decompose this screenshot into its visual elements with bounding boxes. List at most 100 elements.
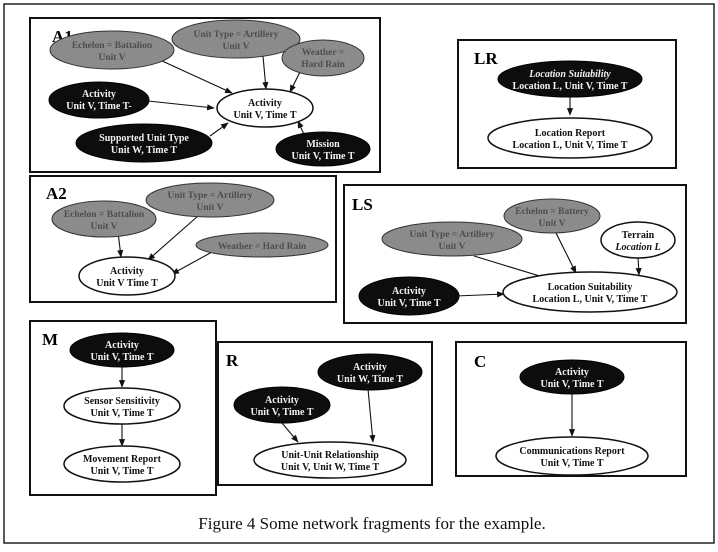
fragment-m-frame [29, 320, 217, 496]
fragment-m: M Activity Unit V, Time T Sensor Sensiti… [29, 320, 217, 496]
fragment-c: C Activity Unit V, Time T Communications… [455, 341, 687, 477]
m-movement-report-node: Movement Report Unit V, Time T [63, 445, 181, 483]
a2-unittype-node: Unit Type = Artillery Unit V [145, 182, 275, 218]
svg-text:Unit V, Unit W, Time T: Unit V, Unit W, Time T [281, 462, 380, 473]
fragment-r-label: R [226, 351, 239, 370]
ls-activity-node: Activity Unit V, Time T [358, 276, 460, 316]
svg-text:Unit Type = Artillery: Unit Type = Artillery [193, 30, 278, 40]
ls-terrain-node: Terrain Location L [600, 221, 676, 259]
svg-text:Location L: Location L [614, 242, 660, 253]
fragment-a2: A2 Unit Type = Artillery Unit V Echelon … [29, 175, 337, 303]
c-activity-node: Activity Unit V, Time T [519, 359, 625, 395]
c-communications-report-node: Communications Report Unit V, Time T [495, 436, 649, 476]
svg-text:Unit V: Unit V [222, 42, 249, 52]
a2-echelon-node: Echelon = Battalion Unit V [51, 200, 157, 238]
fragment-ls-label: LS [352, 195, 373, 214]
svg-text:Hard Rain: Hard Rain [301, 60, 345, 70]
fragment-c-label: C [474, 352, 486, 371]
svg-text:Activity: Activity [392, 286, 426, 297]
ls-echelon-node: Echelon = Battery Unit V [503, 198, 601, 234]
svg-text:Unit V, Time T: Unit V, Time T [541, 379, 604, 390]
svg-text:Echelon = Battalion: Echelon = Battalion [64, 210, 145, 220]
a1-weather-node: Weather = Hard Rain [281, 39, 365, 77]
svg-text:Unit V, Time T: Unit V, Time T [91, 352, 154, 363]
m-sensor-sensitivity-node: Sensor Sensitivity Unit V, Time T [63, 387, 181, 425]
figure-border [3, 3, 715, 544]
a1-activity-prev-node: Activity Unit V, Time T- [48, 81, 150, 119]
fragment-lr-label: LR [474, 49, 498, 68]
svg-text:Unit V Time T: Unit V Time T [96, 278, 158, 289]
svg-text:Activity: Activity [353, 362, 387, 373]
fragment-a2-label: A2 [46, 184, 67, 203]
svg-text:Location Report: Location Report [535, 128, 606, 139]
fragment-r: R Activity Unit W, Time T Activity Unit … [217, 341, 433, 486]
fragment-ls-frame [343, 184, 687, 324]
svg-text:Unit-Unit Relationship: Unit-Unit Relationship [281, 450, 379, 461]
svg-text:Movement Report: Movement Report [83, 454, 162, 465]
r-unit-relationship-node: Unit-Unit Relationship Unit V, Unit W, T… [253, 441, 407, 479]
svg-text:Communications Report: Communications Report [519, 446, 625, 457]
svg-text:Sensor Sensitivity: Sensor Sensitivity [84, 396, 160, 407]
svg-text:Activity: Activity [248, 98, 282, 109]
ls-unittype-node: Unit Type = Artillery Unit V [381, 221, 523, 257]
svg-text:Mission: Mission [306, 139, 340, 150]
svg-text:Unit V, Time T: Unit V, Time T [234, 110, 297, 121]
fragment-m-label: M [42, 330, 58, 349]
fragment-c-frame [455, 341, 687, 477]
svg-text:Weather =: Weather = [302, 48, 344, 58]
svg-text:Activity: Activity [265, 395, 299, 406]
svg-text:Unit V, Time T: Unit V, Time T [91, 408, 154, 419]
svg-text:Unit V, Time T: Unit V, Time T [541, 458, 604, 469]
svg-text:Unit V, Time T: Unit V, Time T [251, 407, 314, 418]
a1-activity-node: Activity Unit V, Time T [216, 88, 314, 128]
svg-text:Unit W, Time T: Unit W, Time T [111, 145, 177, 156]
a1-mission-node: Mission Unit V, Time T [275, 131, 371, 167]
a2-activity-node: Activity Unit V Time T [78, 256, 176, 296]
ls-location-suitability-node: Location Suitability Location L, Unit V,… [502, 271, 678, 313]
svg-text:Unit V: Unit V [196, 203, 223, 213]
svg-text:Unit V: Unit V [538, 219, 565, 229]
r-activity-v-node: Activity Unit V, Time T [233, 386, 331, 424]
svg-text:Unit V, Time T: Unit V, Time T [378, 298, 441, 309]
fragment-ls: LS Unit Type = Artillery Unit V Echelon … [343, 184, 687, 324]
svg-text:Activity: Activity [555, 367, 589, 378]
m-activity-node: Activity Unit V, Time T [69, 332, 175, 368]
fragment-lr: LR Location Suitability Location L, Unit… [457, 39, 677, 169]
lr-location-report-node: Location Report Location L, Unit V, Time… [487, 117, 653, 159]
fragment-a1: A1 Echelon = Battalion Unit V Unit Type … [29, 17, 381, 173]
svg-text:Location L, Unit V, Time T: Location L, Unit V, Time T [513, 140, 628, 151]
svg-text:Unit V: Unit V [98, 53, 125, 63]
svg-text:Location L, Unit V, Time T: Location L, Unit V, Time T [513, 81, 628, 92]
svg-text:Unit V: Unit V [90, 222, 117, 232]
fragment-a2-frame [29, 175, 337, 303]
svg-text:Activity: Activity [82, 89, 116, 100]
svg-text:Unit V: Unit V [438, 242, 465, 252]
svg-text:Terrain: Terrain [622, 230, 655, 241]
svg-text:Supported Unit Type: Supported Unit Type [99, 133, 189, 144]
fragment-lr-frame [457, 39, 677, 169]
lr-location-suitability-node: Location Suitability Location L, Unit V,… [497, 60, 643, 98]
r-activity-w-node: Activity Unit W, Time T [317, 353, 423, 391]
a1-unittype-node: Unit Type = Artillery Unit V [171, 19, 301, 59]
svg-text:Echelon = Battery: Echelon = Battery [515, 207, 589, 217]
svg-text:Unit V, Time T-: Unit V, Time T- [66, 101, 131, 112]
svg-text:Activity: Activity [110, 266, 144, 277]
svg-text:Unit V, Time T: Unit V, Time T [292, 151, 355, 162]
svg-text:Location L, Unit V, Time T: Location L, Unit V, Time T [533, 294, 648, 305]
a1-echelon-node: Echelon = Battalion Unit V [49, 30, 175, 70]
svg-text:Location Suitability: Location Suitability [528, 69, 611, 80]
svg-text:Echelon = Battalion: Echelon = Battalion [72, 41, 153, 51]
svg-text:Weather = Hard Rain: Weather = Hard Rain [218, 242, 307, 252]
a1-supported-unit-node: Supported Unit Type Unit W, Time T [75, 123, 213, 163]
fragment-r-frame [217, 341, 433, 486]
svg-text:Activity: Activity [105, 340, 139, 351]
fragment-a1-frame [29, 17, 381, 173]
figure-caption: Figure 4 Some network fragments for the … [198, 514, 545, 533]
svg-text:Unit W, Time T: Unit W, Time T [337, 374, 403, 385]
a2-weather-node: Weather = Hard Rain [195, 232, 329, 258]
svg-text:Unit V, Time T: Unit V, Time T [91, 466, 154, 477]
svg-text:Unit Type = Artillery: Unit Type = Artillery [167, 191, 252, 201]
svg-text:Location Suitability: Location Suitability [548, 282, 633, 293]
